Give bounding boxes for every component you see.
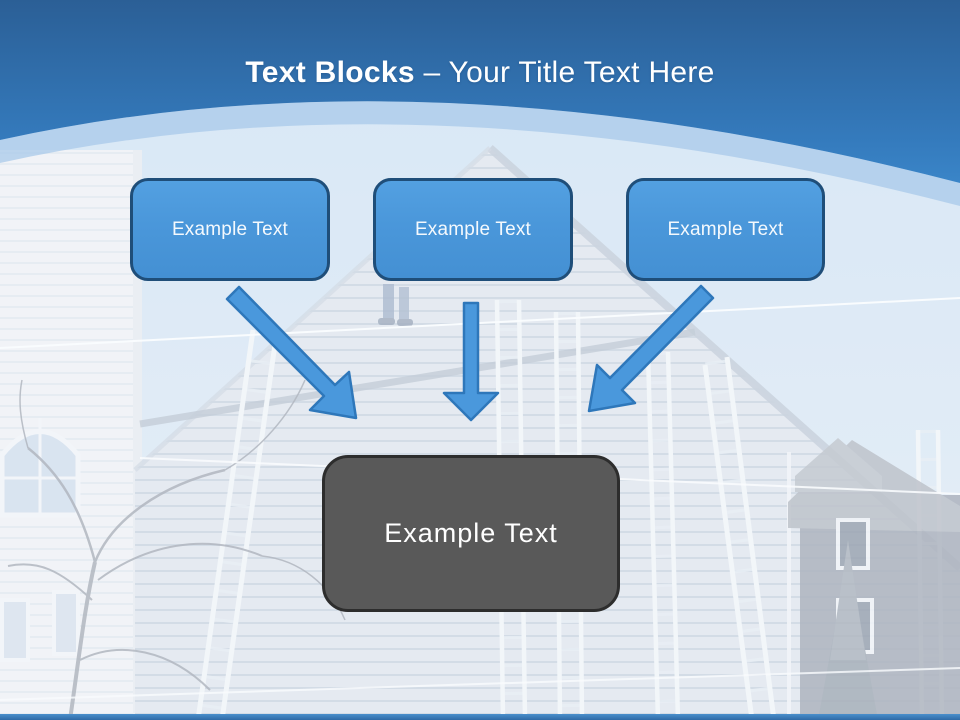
arrow-down-left-icon[interactable] [587,284,715,413]
arrow-down-icon[interactable] [442,301,500,422]
text-block-1-label: Example Text [171,218,289,240]
worker-figure [378,284,413,326]
text-block-2[interactable]: Example Text [373,178,573,281]
neighbor-house [788,438,960,720]
center-text-block[interactable]: Example Text [322,455,620,612]
text-block-2-label: Example Text [414,218,532,240]
text-block-1[interactable]: Example Text [130,178,330,281]
slide-title-regular: – Your Title Text Here [414,56,715,89]
slide-title-bold: Text Blocks [245,56,415,89]
center-text-block-label: Example Text [384,518,558,548]
slide-title[interactable]: Text Blocks – Your Title Text Here [0,52,960,94]
header-band [0,0,960,183]
left-house-wall [0,150,142,720]
bottom-accent-bar [0,714,960,720]
header-halo-band [0,101,960,206]
text-block-3[interactable]: Example Text [626,178,825,281]
text-block-3-label: Example Text [667,218,784,240]
arrow-down-right-icon[interactable] [225,285,358,420]
